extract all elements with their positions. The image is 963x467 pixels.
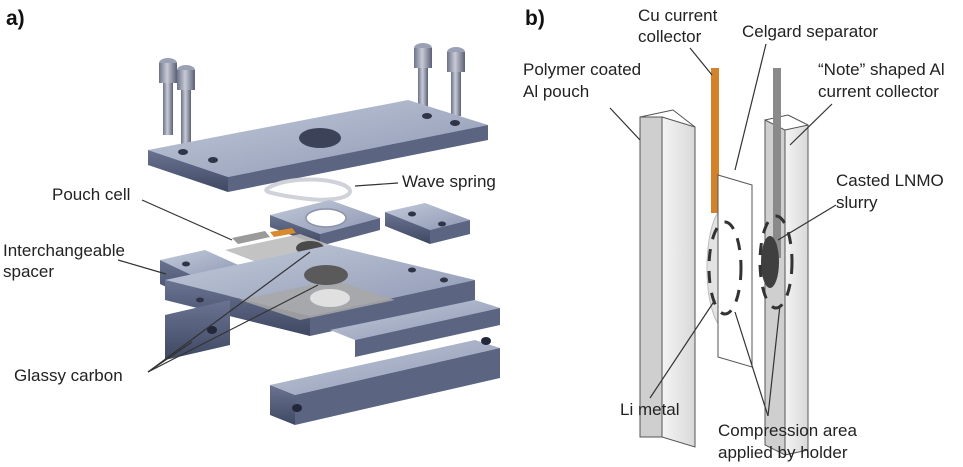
bolt-icon [159,58,177,135]
pouch-cell-leader [141,199,233,241]
center-spacer [270,200,380,246]
note-leader [789,103,833,146]
bottom-frame [165,300,500,425]
al-collector-tab [773,68,781,258]
spacer-leader [117,259,167,275]
base-block [165,245,475,336]
cu-collector-tab [711,68,719,213]
compression-label-line1: Compression area [718,421,857,440]
celgard-leader [734,43,767,171]
left-pouch-panel [639,109,696,448]
li-metal-leader [649,299,716,399]
celgard-separator [717,174,753,368]
lnmo-slurry [761,236,779,288]
note-label-line2: current collector [818,82,939,101]
cu-label-line1: Cu current [638,6,718,25]
cu-label-line2: collector [638,27,702,46]
pouch-leader [609,107,641,141]
bolt-icon [414,43,432,118]
spacer-label-line1: Interchangeable [3,241,125,260]
pouch-label-line2: Al pouch [523,82,589,101]
bolts [159,43,465,144]
compression-area-right [758,214,794,310]
wave-spring-leader [354,182,399,187]
glassy-carbon-label: Glassy carbon [14,366,123,385]
bolt-icon [177,65,195,144]
lnmo-label-line1: Casted LNMO [836,171,944,190]
li-metal-label: Li metal [620,400,680,419]
wave-spring-icon [264,177,352,202]
panel-b-tag: b) [525,7,545,30]
spacer-label-line2: spacer [3,262,54,281]
glassy-carbon-leaders [147,251,319,373]
wave-spring-label: Wave spring [402,172,496,191]
celgard-label: Celgard separator [742,22,878,41]
lnmo-leader [777,204,837,241]
top-plate [148,100,488,192]
compression-area-left [707,220,743,316]
compression-leaders [734,304,781,417]
lnmo-label-line2: slurry [836,193,878,212]
cu-leader [689,47,713,76]
pouch-cell-label: Pouch cell [52,185,130,204]
bolt-icon [447,47,465,116]
note-label-line1: “Note” shaped Al [818,60,945,79]
right-spacer [385,203,470,244]
pouch-label-line1: Polymer coated [523,60,641,79]
compression-label-line2: applied by holder [718,443,848,462]
panel-a-tag: a) [6,7,25,30]
